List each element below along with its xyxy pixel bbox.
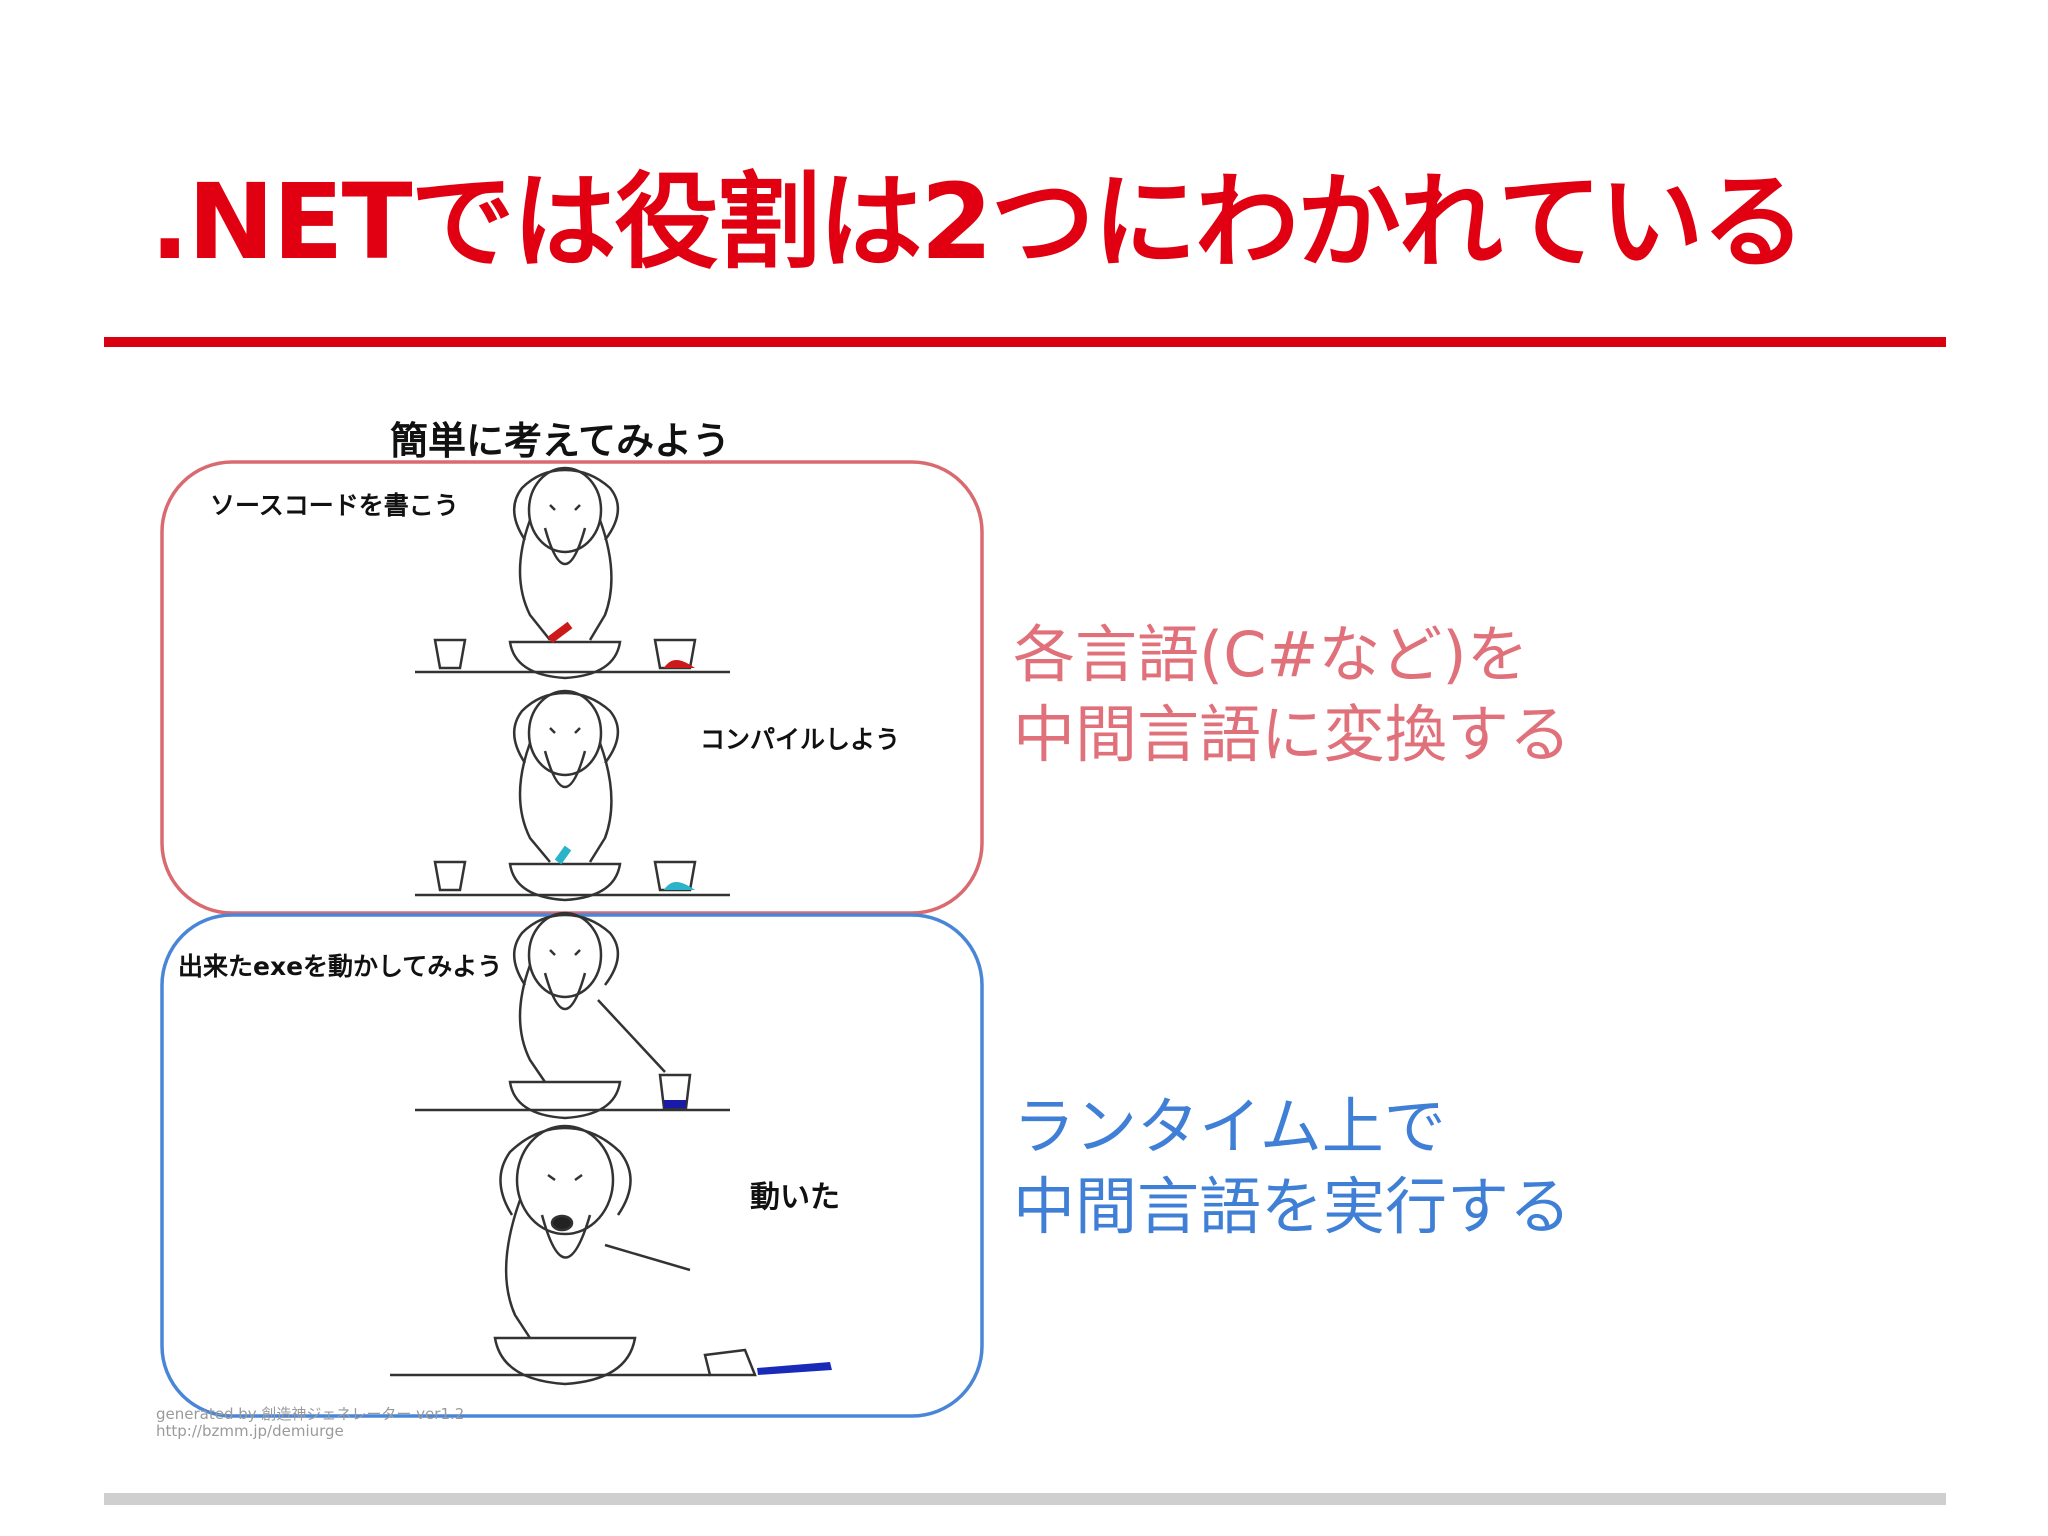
red-liquid-pour xyxy=(547,621,573,644)
runtime-description: ランタイム上で 中間言語を実行する xyxy=(1013,1087,1571,1247)
caption-run-exe: 出来たexeを動かしてみよう xyxy=(178,952,503,981)
compile-description-line-1: 各言語(C#など)を xyxy=(1013,618,1529,691)
compile-description-line-2: 中間言語に変換する xyxy=(1013,698,1572,771)
caption-compile: コンパイルしよう xyxy=(700,725,901,754)
caption-write-source: ソースコードを書こう xyxy=(210,491,459,520)
slide-title: .NETでは役割は2つにわかれている xyxy=(150,161,1806,283)
cyan-liquid-cup xyxy=(663,882,696,890)
caption-it-ran: 動いた xyxy=(750,1180,840,1215)
panel-run-exe xyxy=(415,911,730,1120)
comic-drawing xyxy=(160,460,984,1418)
comic-illustration: 簡単に考えてみよう ソースコードを書こう コンパイルしよう 出来たexeを動かし… xyxy=(150,400,1000,1450)
figure-heading: 簡単に考えてみよう xyxy=(390,419,731,463)
compile-description: 各言語(C#など)を 中間言語に変換する xyxy=(1013,615,1571,775)
red-liquid-cup xyxy=(663,660,696,668)
title-divider xyxy=(104,337,1946,347)
blue-liquid-spill xyxy=(757,1362,832,1375)
runtime-description-line-1: ランタイム上で xyxy=(1013,1090,1446,1163)
credit-line-1: generated by 創造神ジェネレーター ver1.2 xyxy=(156,1405,465,1423)
footer-divider xyxy=(104,1493,1946,1505)
cyan-liquid-pour xyxy=(554,845,572,865)
blue-liquid-cup xyxy=(664,1100,686,1108)
panel-compile xyxy=(415,689,730,902)
credit-line-2: http://bzmm.jp/demiurge xyxy=(156,1422,344,1440)
panel-it-ran xyxy=(390,1124,757,1386)
runtime-description-line-2: 中間言語を実行する xyxy=(1013,1170,1572,1243)
panel-write-source xyxy=(415,466,730,680)
